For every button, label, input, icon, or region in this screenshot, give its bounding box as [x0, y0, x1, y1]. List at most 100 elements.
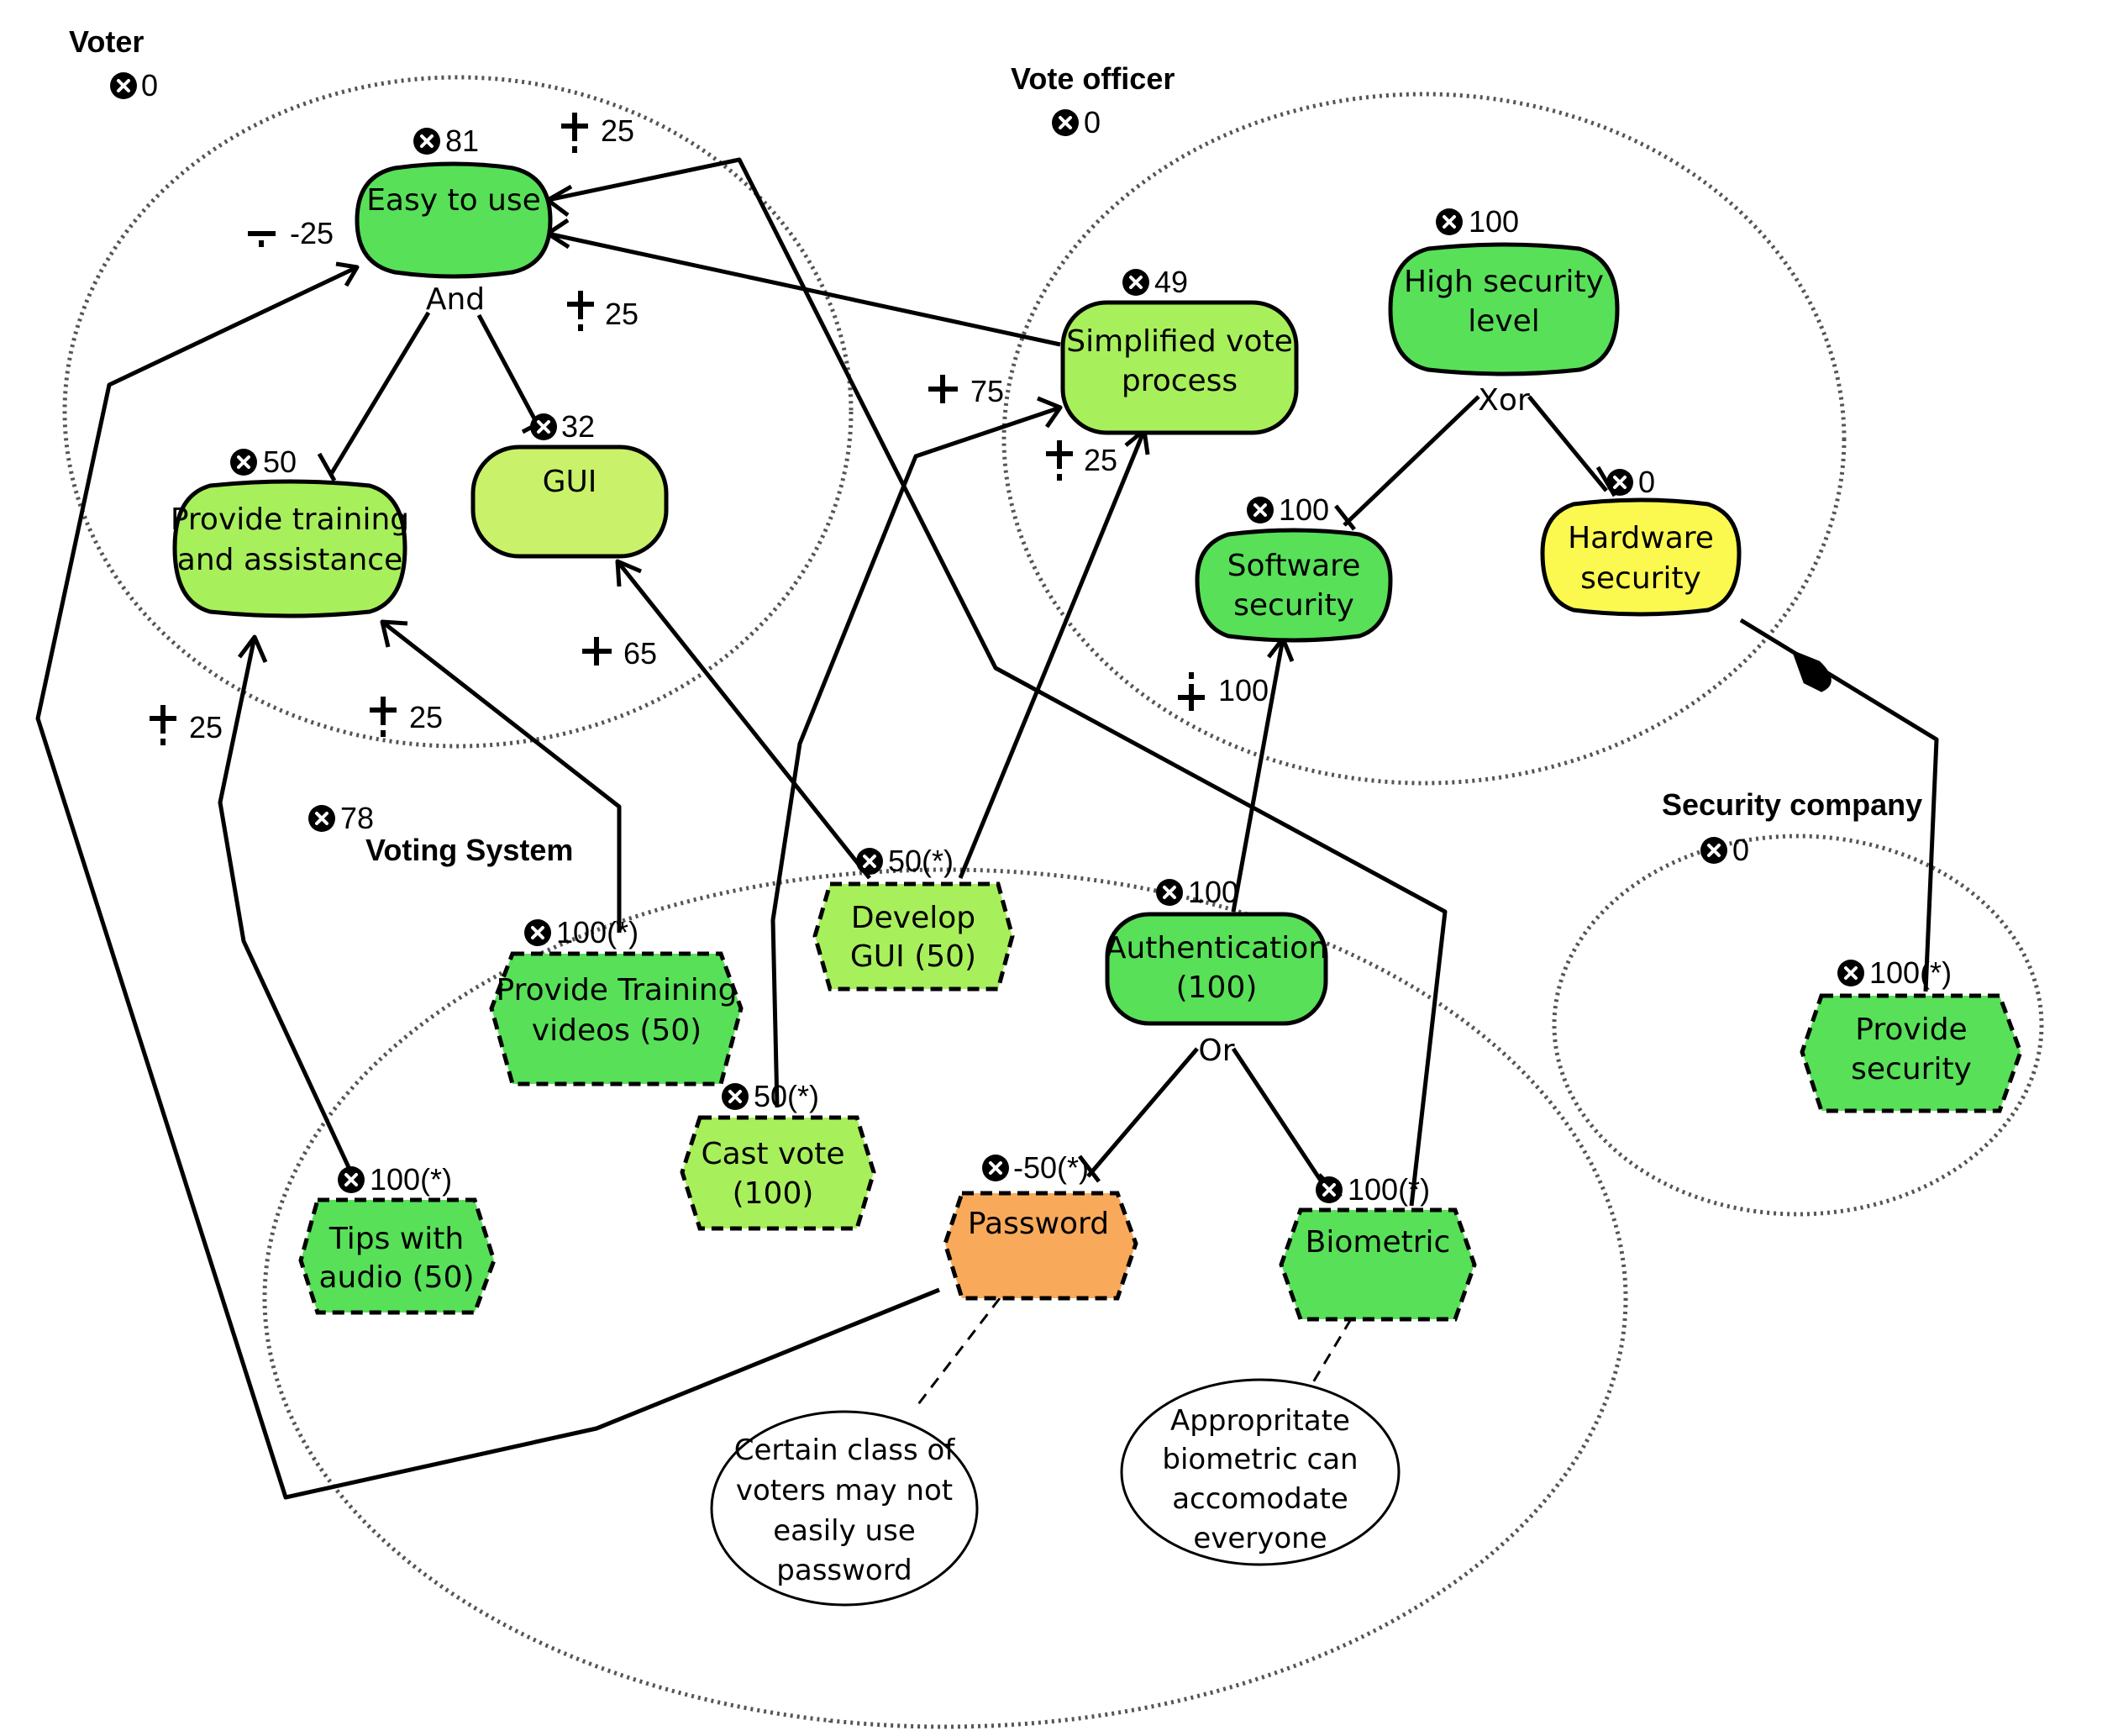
denied-icon	[1605, 467, 1635, 497]
softgoal-hardware-security[interactable]: Hardware security	[1540, 497, 1742, 617]
contribution-videos-to-training[interactable]	[381, 620, 622, 933]
xor-link-software[interactable]	[1343, 395, 1480, 527]
element-score: 100(*)	[370, 1162, 452, 1197]
or-link-password[interactable]	[1086, 1047, 1199, 1178]
goal-authentication[interactable]	[1105, 912, 1328, 1026]
denied-icon	[980, 1153, 1011, 1183]
actor-name-voter: Voter	[69, 24, 144, 59]
denied-icon	[412, 126, 442, 156]
xor-link-hardware[interactable]	[1527, 395, 1608, 492]
denied-icon	[1434, 207, 1464, 237]
softgoal-high-security-level[interactable]: High security level	[1388, 242, 1620, 376]
element-label: Provide Training	[497, 973, 738, 1007]
actor-score-voting-system: 78	[340, 801, 374, 835]
plus-icon	[150, 705, 176, 745]
note-line: password	[776, 1554, 912, 1587]
element-label: Provide	[1855, 1013, 1967, 1047]
plus-icon	[582, 637, 612, 665]
contribution-developgui-to-simplified[interactable]	[958, 429, 1147, 879]
softgoal-provide-training[interactable]: Provide training and assistance	[171, 479, 409, 618]
contribution-label: 25	[601, 113, 634, 148]
or-link-biometric[interactable]	[1231, 1047, 1332, 1195]
note-line: voters may not	[736, 1474, 953, 1507]
contribution-castvote-to-simplified[interactable]	[770, 405, 1061, 1108]
contribution-label: 25	[605, 297, 639, 331]
element-label: security	[1233, 588, 1354, 623]
goal-gui[interactable]	[470, 445, 669, 559]
task-provide-security[interactable]	[1800, 993, 2023, 1113]
element-label: Cast vote	[701, 1137, 844, 1171]
actor-name-voting-system: Voting System	[365, 833, 573, 867]
contribution-developgui-to-gui[interactable]	[616, 560, 871, 880]
actor-score-vote-officer: 0	[1084, 105, 1101, 139]
element-label: Develop	[851, 901, 975, 935]
element-score: 100	[1469, 204, 1519, 239]
element-score: 0	[1638, 465, 1655, 499]
denied-icon	[336, 1165, 366, 1195]
element-score: 100(*)	[1869, 955, 1952, 990]
contribution-biometric-to-easy[interactable]	[547, 157, 1448, 1207]
element-label: Easy to use	[366, 183, 541, 218]
note-line: Certain class of	[734, 1434, 956, 1467]
contribution-password-to-easy[interactable]	[35, 265, 940, 1500]
note-password[interactable]	[710, 1410, 979, 1607]
actor-boundary-voter[interactable]	[62, 75, 854, 749]
goal-simplified-vote-process[interactable]	[1060, 300, 1299, 435]
element-label: Hardware	[1568, 521, 1714, 555]
and-link-gui[interactable]	[476, 313, 538, 422]
denied-icon	[229, 447, 259, 477]
denied-icon	[307, 803, 337, 834]
task-develop-gui[interactable]	[812, 881, 1015, 992]
denied-icon	[1154, 877, 1185, 907]
denied-icon	[1121, 267, 1151, 297]
arrowhead	[238, 634, 268, 663]
contribution-label: 65	[623, 636, 657, 671]
task-password[interactable]	[943, 1191, 1138, 1301]
note-line: Appropritate	[1170, 1404, 1350, 1438]
element-score: 100	[1279, 492, 1329, 527]
element-label: and assistance	[177, 543, 402, 577]
arrowhead	[380, 619, 408, 648]
denied-icon	[1245, 495, 1275, 525]
note-biometric[interactable]	[1120, 1378, 1401, 1566]
minus-icon	[248, 231, 276, 247]
element-score: 50(*)	[888, 844, 954, 878]
actor-boundary-security-company[interactable]	[1552, 834, 2044, 1217]
task-tips-with-audio[interactable]	[298, 1197, 497, 1315]
note-line: biometric can	[1162, 1443, 1358, 1476]
denied-icon	[523, 918, 553, 948]
actor-boundary-voting-system[interactable]	[262, 867, 1628, 1729]
element-label: videos (50)	[532, 1013, 702, 1048]
contribution-label: 75	[970, 374, 1004, 408]
plus-icon	[370, 697, 397, 737]
denied-icon	[1314, 1175, 1344, 1205]
element-label: (100)	[733, 1176, 814, 1211]
element-score: 50	[263, 445, 297, 479]
or-link-password-bar	[1078, 1155, 1101, 1183]
element-label: (100)	[1176, 971, 1258, 1005]
task-cast-vote[interactable]	[680, 1115, 876, 1231]
denied-icon	[720, 1081, 750, 1112]
element-label: GUI	[543, 465, 597, 499]
actor-boundary-vote-officer[interactable]	[1001, 92, 1847, 786]
and-link-training[interactable]	[328, 311, 431, 477]
note-link-biometric	[1309, 1318, 1353, 1387]
actor-score-voter: 0	[141, 68, 158, 103]
element-label: GUI (50)	[850, 939, 976, 974]
xor-label: Xor	[1478, 383, 1530, 418]
contribution-auth-to-software[interactable]	[1231, 638, 1285, 913]
task-biometric[interactable]	[1279, 1207, 1477, 1322]
element-label: security	[1580, 561, 1701, 596]
element-label: High security	[1404, 265, 1604, 299]
softgoal-software-security[interactable]: Software security	[1195, 528, 1393, 643]
actor-name-vote-officer: Vote officer	[1011, 61, 1175, 96]
plus-icon	[567, 291, 594, 331]
softgoal-easy-to-use[interactable]: Easy to use	[355, 161, 553, 279]
or-label: Or	[1198, 1034, 1234, 1068]
contribution-label: 25	[409, 700, 443, 734]
element-score: 50(*)	[754, 1079, 819, 1113]
contribution-tips-to-training[interactable]	[218, 636, 355, 1178]
element-label: Simplified vote	[1066, 324, 1293, 359]
task-provide-training-videos[interactable]	[489, 951, 744, 1086]
